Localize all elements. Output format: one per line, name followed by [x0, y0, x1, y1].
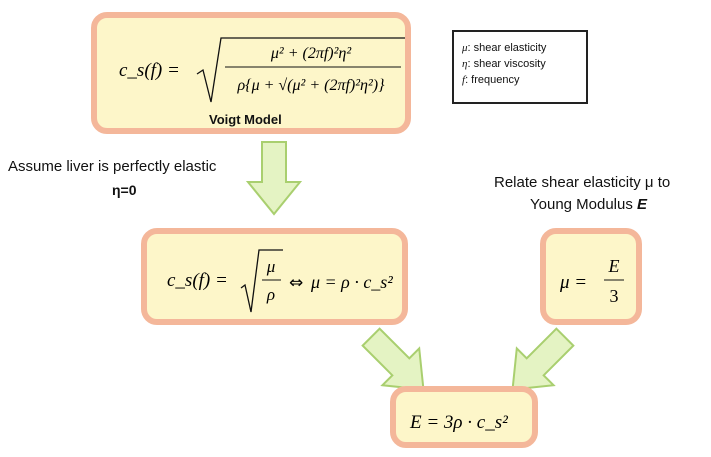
elastic-iff: ⇔ — [289, 273, 303, 293]
elastic-equation-box: c_s(f) = μ ρ ⇔ μ = ρ · c_s² — [141, 228, 408, 325]
legend-item-shear-viscosity: η: shear viscosity — [462, 56, 586, 72]
arrow-down-icon — [245, 141, 303, 216]
assumption-eta: η=0 — [112, 182, 137, 198]
voigt-model-box: c_s(f) = μ² + (2πf)²η² ρ{μ + √(μ² + (2πf… — [91, 12, 411, 134]
legend-item-frequency: f: frequency — [462, 72, 586, 88]
elastic-equation-graphic: c_s(f) = μ ρ ⇔ μ = ρ · c_s² — [167, 249, 393, 313]
legend-symbol: f — [462, 74, 466, 86]
legend-text: : frequency — [465, 74, 520, 86]
young-equation-graphic: μ = E 3 — [559, 256, 624, 306]
arrow-diagonal-right-icon — [361, 327, 425, 391]
elastic-sqrt-num: μ — [266, 257, 276, 276]
young-equation-box: μ = E 3 — [540, 228, 642, 325]
legend-text: : shear elasticity — [467, 42, 547, 54]
voigt-caption: Voigt Model — [209, 112, 282, 127]
final-equation-graphic: E = 3ρ · c_s² — [409, 412, 508, 433]
elastic-sqrt-den: ρ — [266, 285, 275, 304]
legend-symbol: η — [462, 58, 468, 70]
voigt-equation-graphic: c_s(f) = μ² + (2πf)²η² ρ{μ + √(μ² + (2πf… — [119, 37, 405, 103]
young-den: 3 — [610, 286, 619, 306]
relate-text-line2: Young Modulus E — [530, 196, 647, 213]
elastic-radical — [240, 249, 283, 313]
young-lhs: μ = — [559, 272, 587, 293]
relate-text: Relate shear elasticity μ to — [494, 174, 671, 191]
legend-item-shear-elasticity: μ: shear elasticity — [462, 40, 586, 56]
relate-e-symbol: E — [637, 196, 648, 213]
young-num: E — [608, 256, 620, 276]
elastic-lhs: c_s(f) = — [167, 270, 228, 291]
legend-text: : shear viscosity — [467, 58, 546, 70]
relate-young-label: Young Modulus — [530, 196, 633, 213]
legend-symbol: μ — [462, 42, 468, 54]
voigt-radical — [196, 37, 405, 103]
elastic-rhs: μ = ρ · c_s² — [310, 272, 393, 292]
assumption-text: Assume liver is perfectly elastic — [8, 158, 217, 175]
arrow-diagonal-left-icon — [511, 327, 575, 391]
voigt-lhs: c_s(f) = — [119, 60, 180, 81]
symbol-legend: μ: shear elasticity η: shear viscosity f… — [452, 30, 588, 104]
final-equation-text: E = 3ρ · c_s² — [409, 412, 508, 433]
final-equation-box: E = 3ρ · c_s² — [390, 386, 538, 448]
voigt-numerator: μ² + (2πf)²η² — [270, 45, 352, 62]
voigt-denominator: ρ{μ + √(μ² + (2πf)²η²)} — [236, 77, 385, 94]
